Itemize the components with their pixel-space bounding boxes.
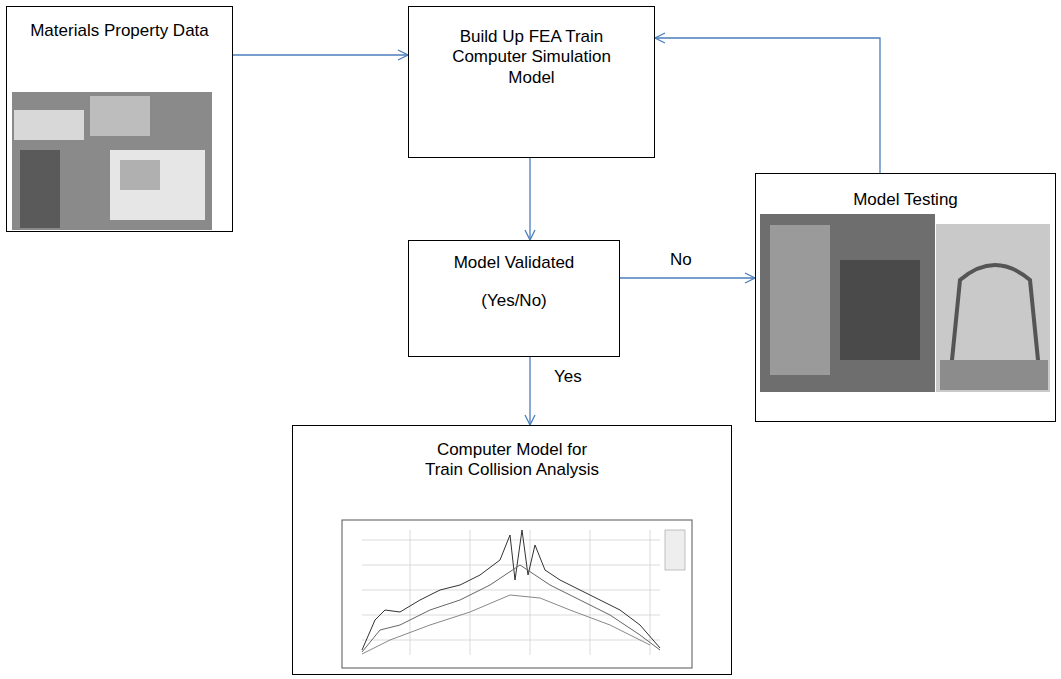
box-text: Model Testing — [853, 190, 958, 210]
process-box: Build Up FEA Train Computer Simulation M… — [408, 6, 655, 158]
box-text: (Yes/No) — [481, 291, 547, 311]
flow-arrow — [620, 277, 755, 278]
collision-chart — [342, 520, 692, 668]
chart-curve — [362, 530, 660, 650]
process-box: Computer Model for Train Collision Analy… — [292, 425, 732, 675]
box-text: Materials Property Data — [30, 21, 209, 41]
box-text: Computer Model for Train Collision Analy… — [417, 440, 607, 481]
flow-arrow — [233, 54, 408, 55]
chart-key — [665, 530, 685, 570]
specimen — [14, 110, 84, 140]
process-box: Materials Property Data — [6, 6, 233, 232]
flow-arrow — [529, 357, 530, 425]
test-rig — [110, 150, 205, 220]
chart-grid — [362, 530, 660, 655]
edge-label: No — [668, 250, 694, 270]
hall-wall — [770, 225, 830, 375]
machine — [20, 150, 60, 228]
chart-curve — [362, 565, 660, 652]
process-box: Model Validated (Yes/No) — [408, 240, 620, 357]
ground — [940, 360, 1048, 390]
edge-label: Yes — [552, 367, 584, 387]
photo-ground — [936, 224, 1050, 392]
test-rig-part — [120, 160, 160, 190]
chart-frame — [342, 520, 692, 668]
test-frame — [840, 260, 920, 360]
flow-arrow — [655, 38, 880, 173]
hand — [90, 96, 150, 136]
photo-ground — [760, 214, 935, 392]
box-text: Build Up FEA Train Computer Simulation M… — [442, 27, 622, 88]
box-text: Model Validated — [454, 253, 575, 273]
flow-arrow — [529, 158, 530, 240]
chart-curve — [362, 595, 650, 654]
materials-photo — [12, 92, 212, 230]
photo-ground — [12, 92, 212, 230]
process-box: Model Testing — [755, 173, 1056, 422]
testing-photo — [760, 214, 1050, 392]
